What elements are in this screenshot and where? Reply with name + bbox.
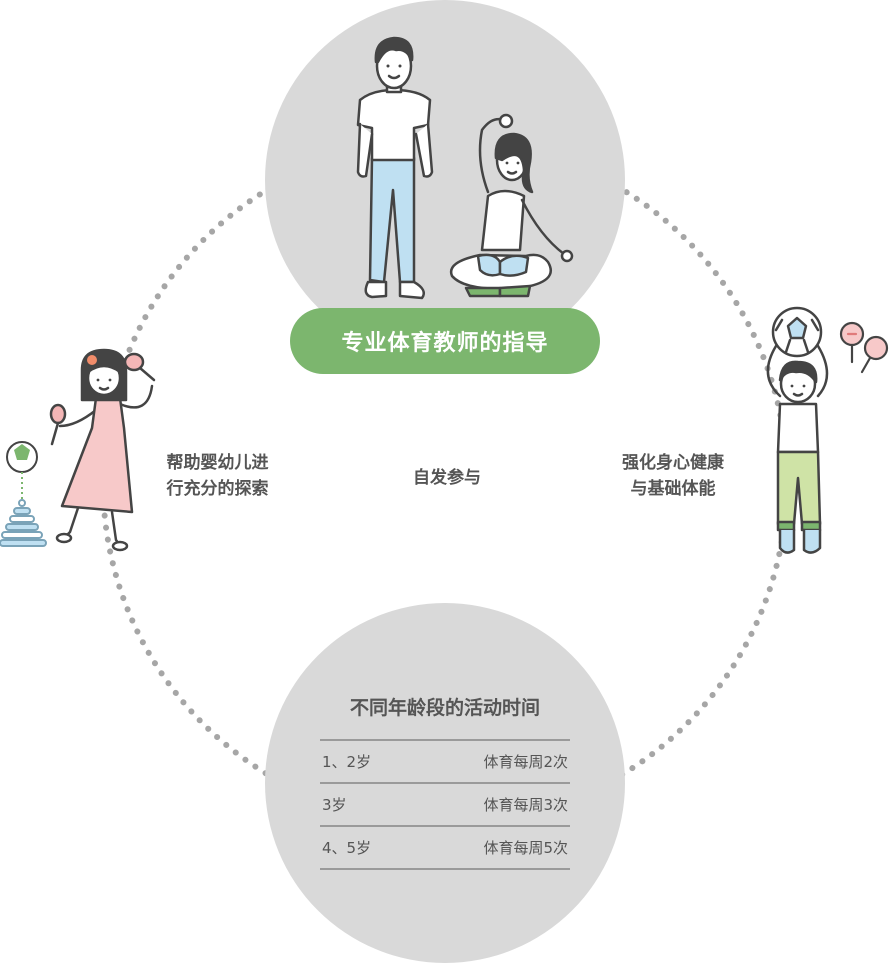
teacher-man-icon bbox=[356, 36, 434, 300]
frequency-cell: 体育每周3次 bbox=[483, 796, 568, 814]
frequency-cell: 体育每周2次 bbox=[483, 753, 568, 771]
stacking-toy-icon bbox=[0, 441, 47, 547]
table-row: 3岁 体育每周3次 bbox=[320, 784, 570, 827]
maracas-icon bbox=[839, 321, 889, 374]
frequency-cell: 体育每周5次 bbox=[483, 839, 568, 857]
girl-with-maracas-icon bbox=[49, 348, 156, 552]
left-caption: 帮助婴幼儿进 行充分的探索 bbox=[150, 450, 285, 502]
age-cell: 1、2岁 bbox=[322, 753, 372, 771]
center-caption: 自发参与 bbox=[413, 468, 481, 488]
teacher-woman-yoga-icon bbox=[449, 113, 574, 298]
boy-with-ball-icon bbox=[766, 306, 829, 554]
table-title: 不同年龄段的活动时间 bbox=[349, 697, 540, 719]
age-cell: 4、5岁 bbox=[322, 839, 372, 857]
age-table: 1、2岁 体育每周2次 3岁 体育每周3次 4、5岁 体育每周5次 bbox=[320, 739, 570, 870]
left-caption-line: 行充分的探索 bbox=[166, 479, 269, 499]
right-caption-line: 与基础体能 bbox=[630, 479, 716, 499]
table-row: 4、5岁 体育每周5次 bbox=[320, 827, 570, 870]
right-caption: 强化身心健康 与基础体能 bbox=[605, 450, 741, 502]
right-caption-line: 强化身心健康 bbox=[622, 453, 724, 473]
age-cell: 3岁 bbox=[322, 796, 347, 814]
table-row: 1、2岁 体育每周2次 bbox=[320, 741, 570, 784]
left-caption-line: 帮助婴幼儿进 bbox=[166, 453, 269, 473]
center-badge: 专业体育教师的指导 bbox=[290, 308, 600, 374]
